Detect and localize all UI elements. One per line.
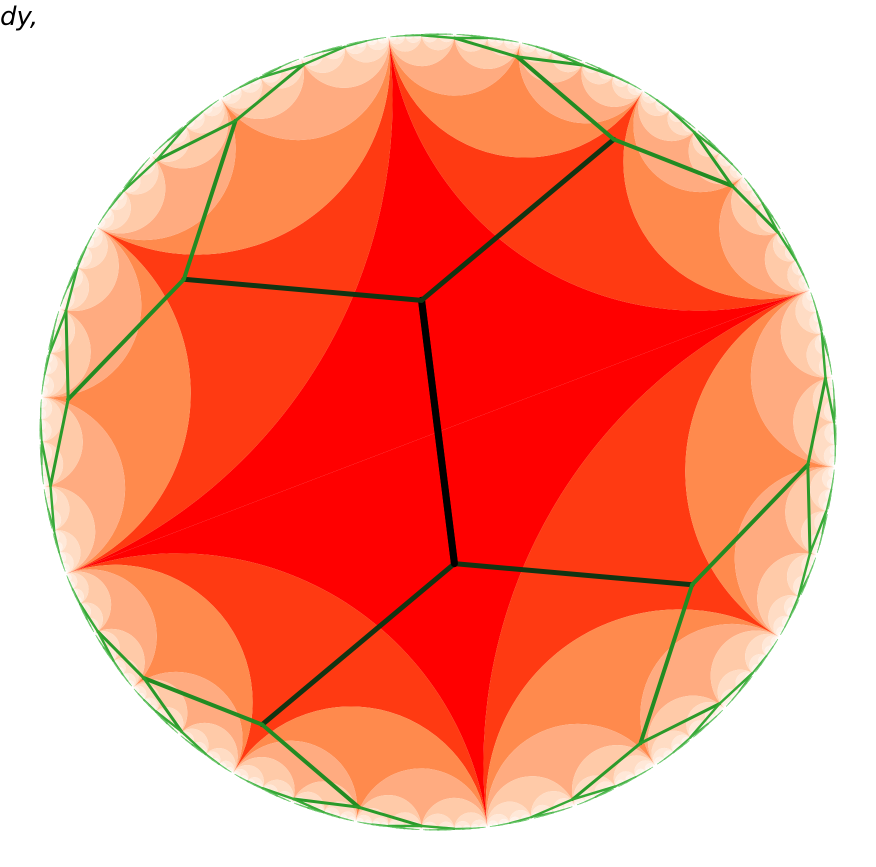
tree-edge bbox=[47, 355, 48, 358]
tree-edge bbox=[580, 803, 583, 804]
tree-edge bbox=[181, 736, 183, 737]
tree-edge bbox=[526, 819, 529, 820]
tree-edge bbox=[815, 558, 816, 561]
tree-edge bbox=[827, 514, 828, 517]
tree-edge bbox=[46, 501, 47, 504]
tree-edge bbox=[828, 506, 829, 509]
tree-edge bbox=[534, 817, 537, 818]
tree-edge bbox=[293, 60, 296, 61]
caption-text: dy, bbox=[0, 2, 38, 32]
tree-edge bbox=[154, 152, 156, 154]
tree-edge bbox=[829, 503, 830, 506]
tree-edge bbox=[307, 55, 310, 56]
tree-edge bbox=[779, 227, 780, 229]
tree-edge bbox=[818, 547, 819, 550]
tree-edge bbox=[358, 42, 361, 43]
tree-edge bbox=[647, 93, 649, 94]
tree-edge bbox=[746, 180, 747, 182]
tree-edge bbox=[824, 336, 825, 339]
tree-edge bbox=[693, 127, 695, 128]
tree-edge bbox=[720, 710, 722, 712]
tree-edge bbox=[334, 816, 336, 817]
tree-edge bbox=[650, 767, 652, 768]
tree-edge bbox=[67, 576, 68, 578]
tree-edge bbox=[814, 561, 815, 564]
tree-edge bbox=[569, 807, 572, 808]
tree-edge bbox=[781, 632, 782, 634]
tree-edge bbox=[49, 347, 50, 350]
tree-edge bbox=[96, 635, 97, 637]
tree-edge bbox=[783, 234, 784, 236]
tree-edge bbox=[216, 100, 218, 102]
tree-edge bbox=[512, 822, 515, 823]
tree-edge bbox=[339, 46, 342, 47]
tree-edge bbox=[148, 158, 150, 160]
tree-edge bbox=[812, 295, 813, 298]
tree-edge bbox=[60, 303, 61, 306]
tree-edge bbox=[817, 550, 818, 553]
tree-edge bbox=[580, 60, 582, 61]
tree-edge bbox=[811, 293, 812, 296]
tree-edge bbox=[776, 639, 777, 641]
tree-edge bbox=[577, 804, 580, 805]
tree-edge bbox=[830, 361, 831, 364]
tree-edge bbox=[700, 132, 702, 133]
tree-edge bbox=[657, 762, 659, 764]
tree-edge bbox=[639, 89, 641, 90]
tree-edge bbox=[808, 286, 809, 288]
tree-edge bbox=[58, 311, 59, 314]
tree-edge bbox=[134, 689, 135, 691]
tree-edge bbox=[61, 301, 62, 304]
tree-edge bbox=[822, 328, 823, 331]
tree-edge bbox=[740, 173, 741, 175]
tree-edge bbox=[57, 314, 58, 317]
tree-edge bbox=[294, 803, 296, 804]
tree-edge bbox=[51, 525, 52, 528]
tree-edge bbox=[63, 566, 64, 569]
tree-edge bbox=[515, 822, 518, 823]
tree-edge bbox=[296, 59, 299, 60]
tree-edge bbox=[94, 229, 95, 231]
tree-edge bbox=[228, 770, 230, 771]
tree-edge bbox=[223, 95, 225, 96]
tree-edge bbox=[49, 514, 50, 517]
tree-edge bbox=[347, 44, 350, 45]
tree-edge bbox=[827, 347, 828, 350]
tree-edge bbox=[235, 774, 237, 775]
tree-edge bbox=[361, 41, 364, 42]
tree-edge bbox=[540, 47, 542, 48]
tree-edge bbox=[567, 808, 570, 809]
tree-edge bbox=[46, 358, 47, 361]
tree-edge bbox=[175, 730, 177, 731]
tree-edge bbox=[64, 569, 65, 572]
tree-edge bbox=[53, 534, 54, 537]
tree-edge bbox=[304, 56, 307, 57]
tree-edge bbox=[129, 683, 130, 685]
tree-edge bbox=[326, 814, 328, 815]
tree-edge bbox=[92, 628, 93, 630]
tree-edge bbox=[98, 222, 99, 224]
tree-edge bbox=[548, 50, 550, 51]
tree-edge bbox=[726, 704, 728, 706]
